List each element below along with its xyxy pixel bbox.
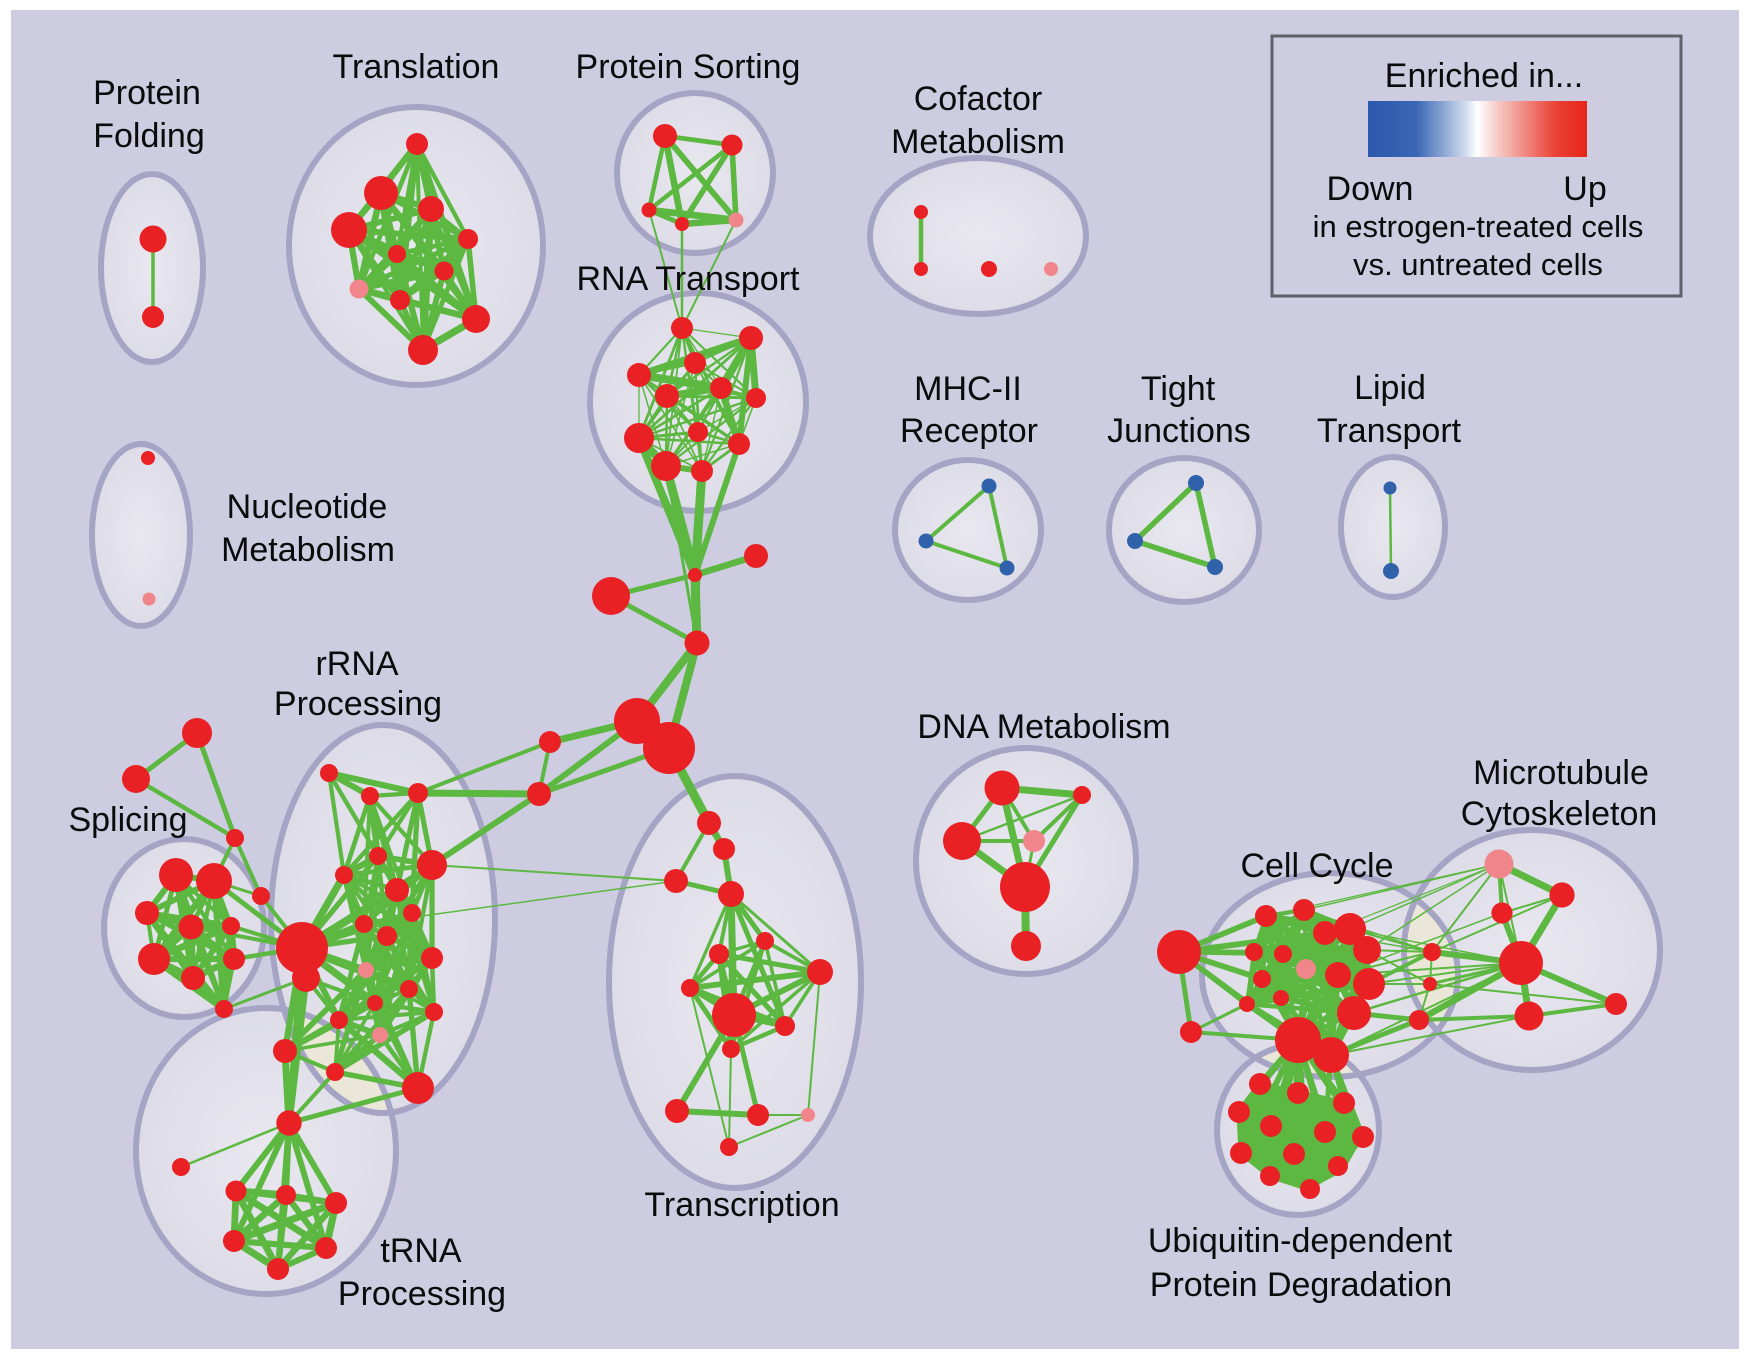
svg-text:Junctions: Junctions xyxy=(1107,412,1251,450)
svg-text:Transcription: Transcription xyxy=(644,1186,839,1224)
svg-text:Cell Cycle: Cell Cycle xyxy=(1240,847,1393,885)
svg-text:Metabolism: Metabolism xyxy=(891,123,1065,161)
svg-text:vs. untreated cells: vs. untreated cells xyxy=(1353,247,1603,282)
svg-text:Protein: Protein xyxy=(93,74,201,112)
svg-text:MHC-II: MHC-II xyxy=(914,370,1022,408)
svg-text:Lipid: Lipid xyxy=(1354,369,1426,407)
svg-text:rRNA: rRNA xyxy=(315,645,398,683)
svg-text:DNA Metabolism: DNA Metabolism xyxy=(917,708,1170,746)
svg-text:Tight: Tight xyxy=(1141,370,1216,408)
svg-text:Up: Up xyxy=(1563,170,1606,208)
svg-text:Nucleotide: Nucleotide xyxy=(227,488,388,526)
svg-text:Folding: Folding xyxy=(93,117,205,155)
svg-text:Processing: Processing xyxy=(338,1275,506,1313)
svg-text:Metabolism: Metabolism xyxy=(221,531,395,569)
svg-text:Cytoskeleton: Cytoskeleton xyxy=(1461,795,1658,833)
svg-text:Microtubule: Microtubule xyxy=(1473,754,1649,792)
svg-text:Enriched in...: Enriched in... xyxy=(1385,57,1583,95)
svg-text:Down: Down xyxy=(1327,170,1414,208)
svg-text:Processing: Processing xyxy=(274,685,442,723)
svg-text:Receptor: Receptor xyxy=(900,412,1038,450)
svg-text:Protein Sorting: Protein Sorting xyxy=(576,48,801,86)
svg-text:RNA Transport: RNA Transport xyxy=(577,260,801,298)
svg-text:in estrogen-treated cells: in estrogen-treated cells xyxy=(1313,209,1644,244)
svg-text:tRNA: tRNA xyxy=(380,1232,462,1270)
svg-text:Splicing: Splicing xyxy=(68,801,187,839)
svg-text:Cofactor: Cofactor xyxy=(914,80,1043,118)
svg-text:Protein Degradation: Protein Degradation xyxy=(1150,1266,1452,1304)
svg-text:Translation: Translation xyxy=(333,48,500,86)
svg-text:Transport: Transport xyxy=(1317,412,1462,450)
svg-text:Ubiquitin-dependent: Ubiquitin-dependent xyxy=(1148,1222,1453,1260)
